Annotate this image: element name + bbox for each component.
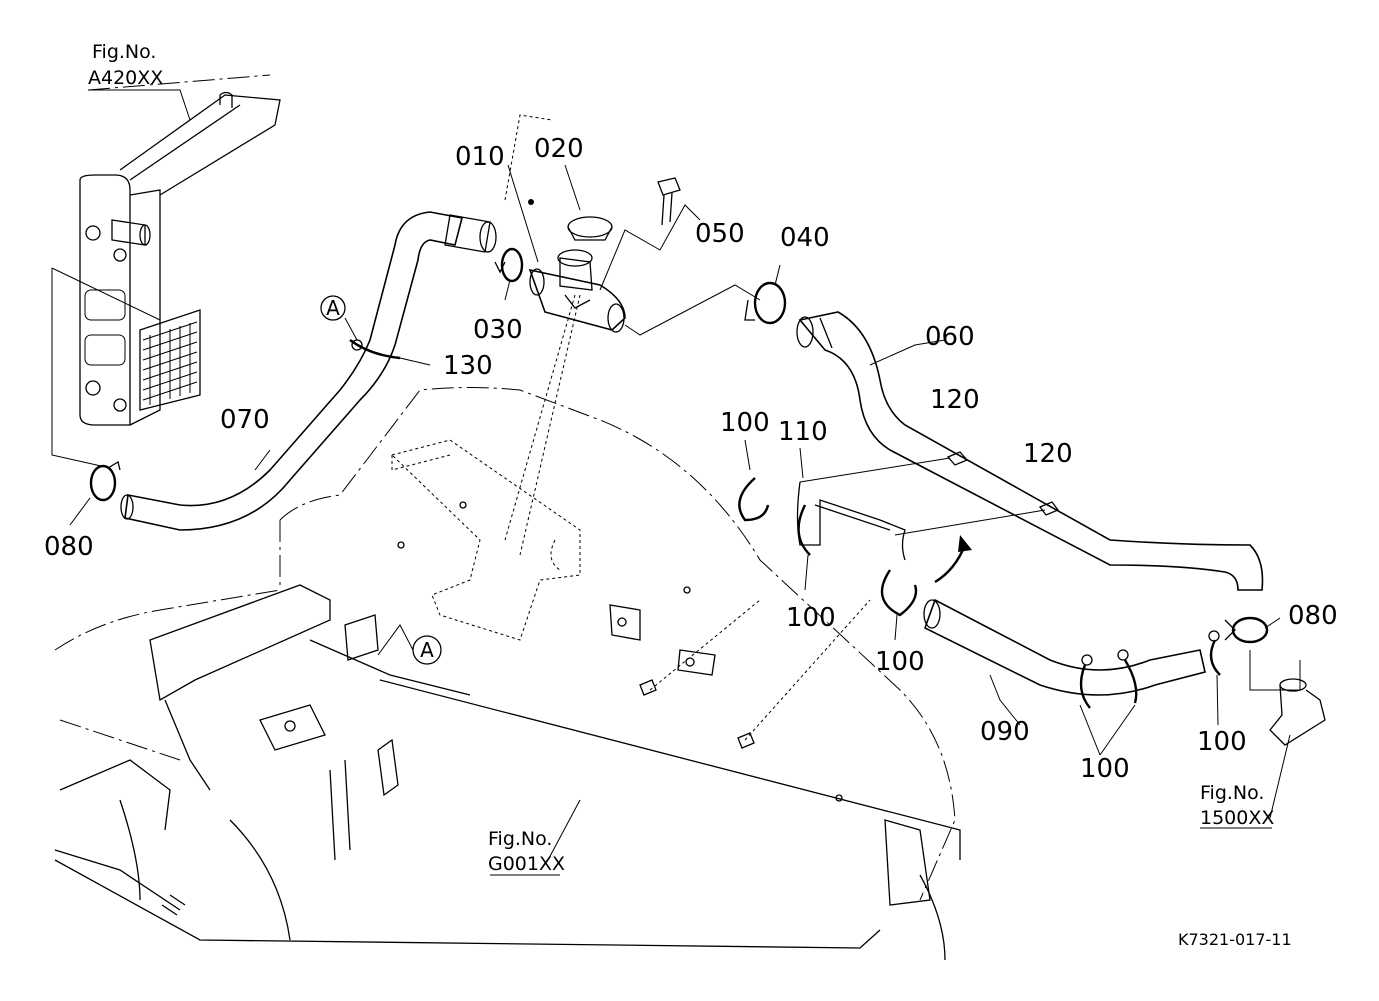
callout-090: 090 (980, 717, 1030, 747)
water-flange-010 (528, 249, 626, 333)
callout-100-e: 100 (1197, 727, 1247, 757)
hose-090 (923, 598, 1206, 696)
bracket-110 (796, 481, 906, 561)
callout-120-a: 120 (930, 385, 980, 415)
callout-110: 110 (778, 417, 828, 447)
svg-text:Fig.No.: Fig.No. (1200, 782, 1264, 804)
svg-text:Fig.No.: Fig.No. (92, 41, 156, 63)
hose-070 (120, 211, 497, 531)
hose-clamp-080-right (1224, 616, 1269, 644)
svg-text:G001XX: G001XX (488, 853, 565, 875)
callout-020: 020 (534, 134, 584, 164)
callout-030: 030 (473, 315, 523, 345)
callout-060: 060 (925, 322, 975, 352)
callout-050: 050 (695, 219, 745, 249)
callout-080-right: 080 (1288, 601, 1338, 631)
callout-130: 130 (443, 351, 493, 381)
hose-clamp-080-left (89, 460, 121, 502)
svg-text:A420XX: A420XX (88, 67, 163, 89)
callout-100-b: 100 (786, 603, 836, 633)
svg-text:1500XX: 1500XX (1200, 807, 1274, 829)
bolt-050 (657, 177, 681, 226)
fig-ref-g001xx: Fig.No. G001XX (488, 828, 565, 875)
hose-060 (796, 311, 1264, 591)
bolts-120 (799, 451, 1060, 536)
bracket-assembly (344, 294, 871, 749)
callout-070: 070 (220, 405, 270, 435)
frame-chassis (54, 387, 961, 961)
water-pump-outlet (1249, 650, 1326, 746)
callout-100-a: 100 (720, 408, 770, 438)
callout-010: 010 (455, 142, 505, 172)
callout-100-c: 100 (875, 647, 925, 677)
callout-040: 040 (780, 223, 830, 253)
callout-100-d: 100 (1080, 754, 1130, 784)
fig-ref-a420xx: Fig.No. A420XX (88, 41, 163, 89)
hose-clamp-040 (744, 281, 787, 325)
svg-text:A: A (326, 296, 340, 320)
hose-clamp-030 (494, 247, 524, 283)
drawing-code: K7321-017-11 (1178, 930, 1292, 949)
reference-mark-a-lower: A (377, 624, 442, 665)
callout-120-b: 120 (1023, 439, 1073, 469)
reference-mark-a-upper: A (320, 295, 358, 341)
radiator-cap-020 (567, 216, 613, 241)
leader-lines (69, 89, 1291, 876)
rotation-arrowhead (958, 535, 972, 552)
hose-clamps-100 (738, 477, 1221, 709)
svg-text:A: A (420, 638, 434, 662)
callout-080-left: 080 (44, 532, 94, 562)
radiator (51, 74, 281, 469)
fig-ref-1500xx: Fig.No. 1500XX (1200, 782, 1274, 829)
svg-text:Fig.No.: Fig.No. (488, 828, 552, 850)
